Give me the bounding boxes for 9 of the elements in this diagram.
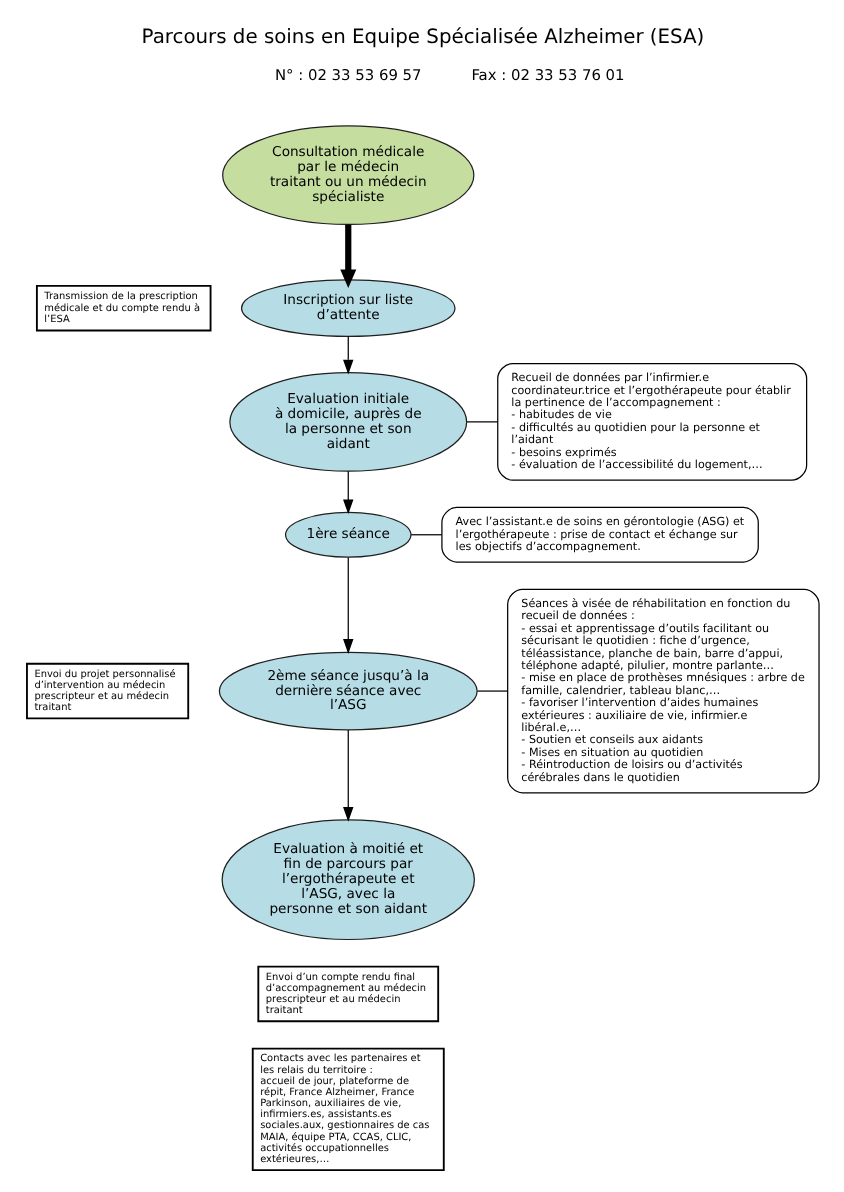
connector [475,690,508,692]
arrow [342,556,353,654]
connector [409,534,442,536]
arrow [342,335,353,375]
arrow [339,224,356,288]
diagram-title: Parcours de soins en Equipe Spécialisée Alzheimer (ESA) [140,26,704,49]
arrow [342,470,353,515]
connector [465,421,498,423]
arrow [342,729,353,822]
